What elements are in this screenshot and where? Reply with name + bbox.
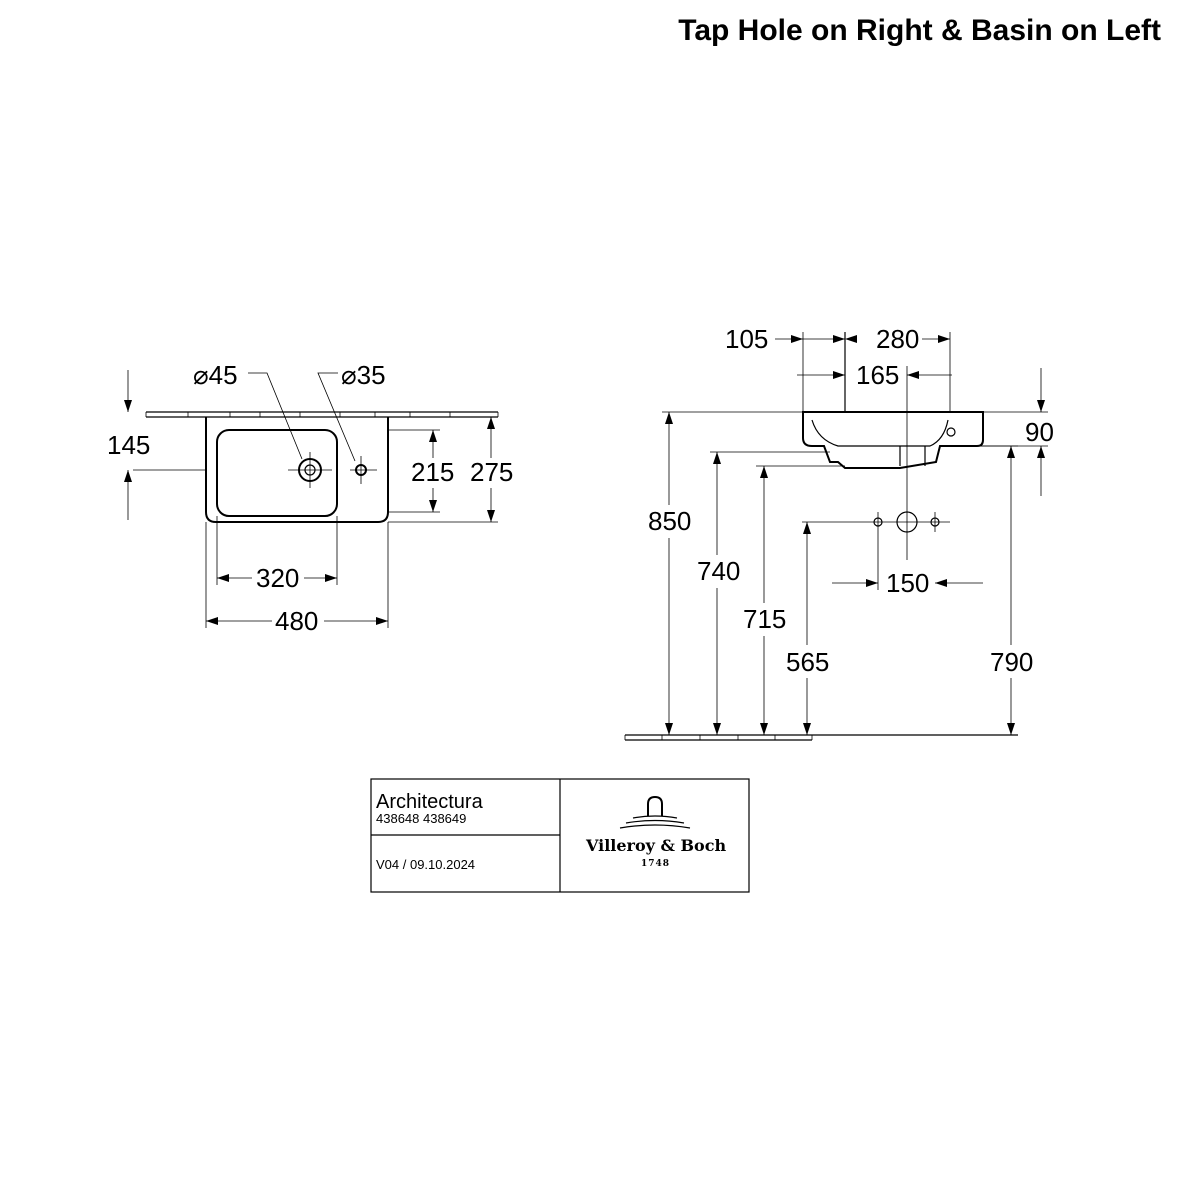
logo-wordmark: Villeroy & Boch (585, 836, 726, 855)
dim-715: 715 (743, 604, 786, 634)
plan-view: ⌀45 ⌀35 145 215 275 320 (107, 360, 513, 636)
dim-320: 320 (256, 563, 299, 593)
dim-565: 565 (786, 647, 829, 677)
dim-850: 850 (648, 506, 691, 536)
dim-480: 480 (275, 606, 318, 636)
label-tap-hole-diameter: ⌀35 (341, 360, 386, 390)
side-view: 105 280 165 90 850 (624, 324, 1054, 741)
drawing-version: V04 / 09.10.2024 (376, 857, 475, 872)
drawing-title: Tap Hole on Right & Basin on Left (678, 14, 1161, 47)
dim-740: 740 (697, 556, 740, 586)
article-numbers: 438648 438649 (376, 811, 466, 826)
dim-280: 280 (876, 324, 919, 354)
dim-215: 215 (411, 457, 454, 487)
logo-year: 1748 (641, 859, 670, 869)
dim-90: 90 (1025, 417, 1054, 447)
dim-145: 145 (107, 430, 150, 460)
tap-logo-icon (647, 795, 663, 816)
basin-outline-plan (205, 417, 389, 523)
title-block: Architectura 438648 438649 V04 / 09.10.2… (370, 778, 750, 893)
bowl-outline-plan (216, 429, 338, 517)
dim-150: 150 (886, 568, 929, 598)
waste-fixing-point (896, 511, 918, 533)
dim-790: 790 (990, 647, 1033, 677)
label-waste-diameter: ⌀45 (193, 360, 238, 390)
dim-275: 275 (470, 457, 513, 487)
series-name: Architectura (376, 791, 484, 813)
dim-165: 165 (856, 360, 899, 390)
basin-profile-side (802, 411, 984, 469)
dim-105: 105 (725, 324, 768, 354)
villeroy-boch-logo: Villeroy & Boch 1748 (585, 795, 726, 869)
